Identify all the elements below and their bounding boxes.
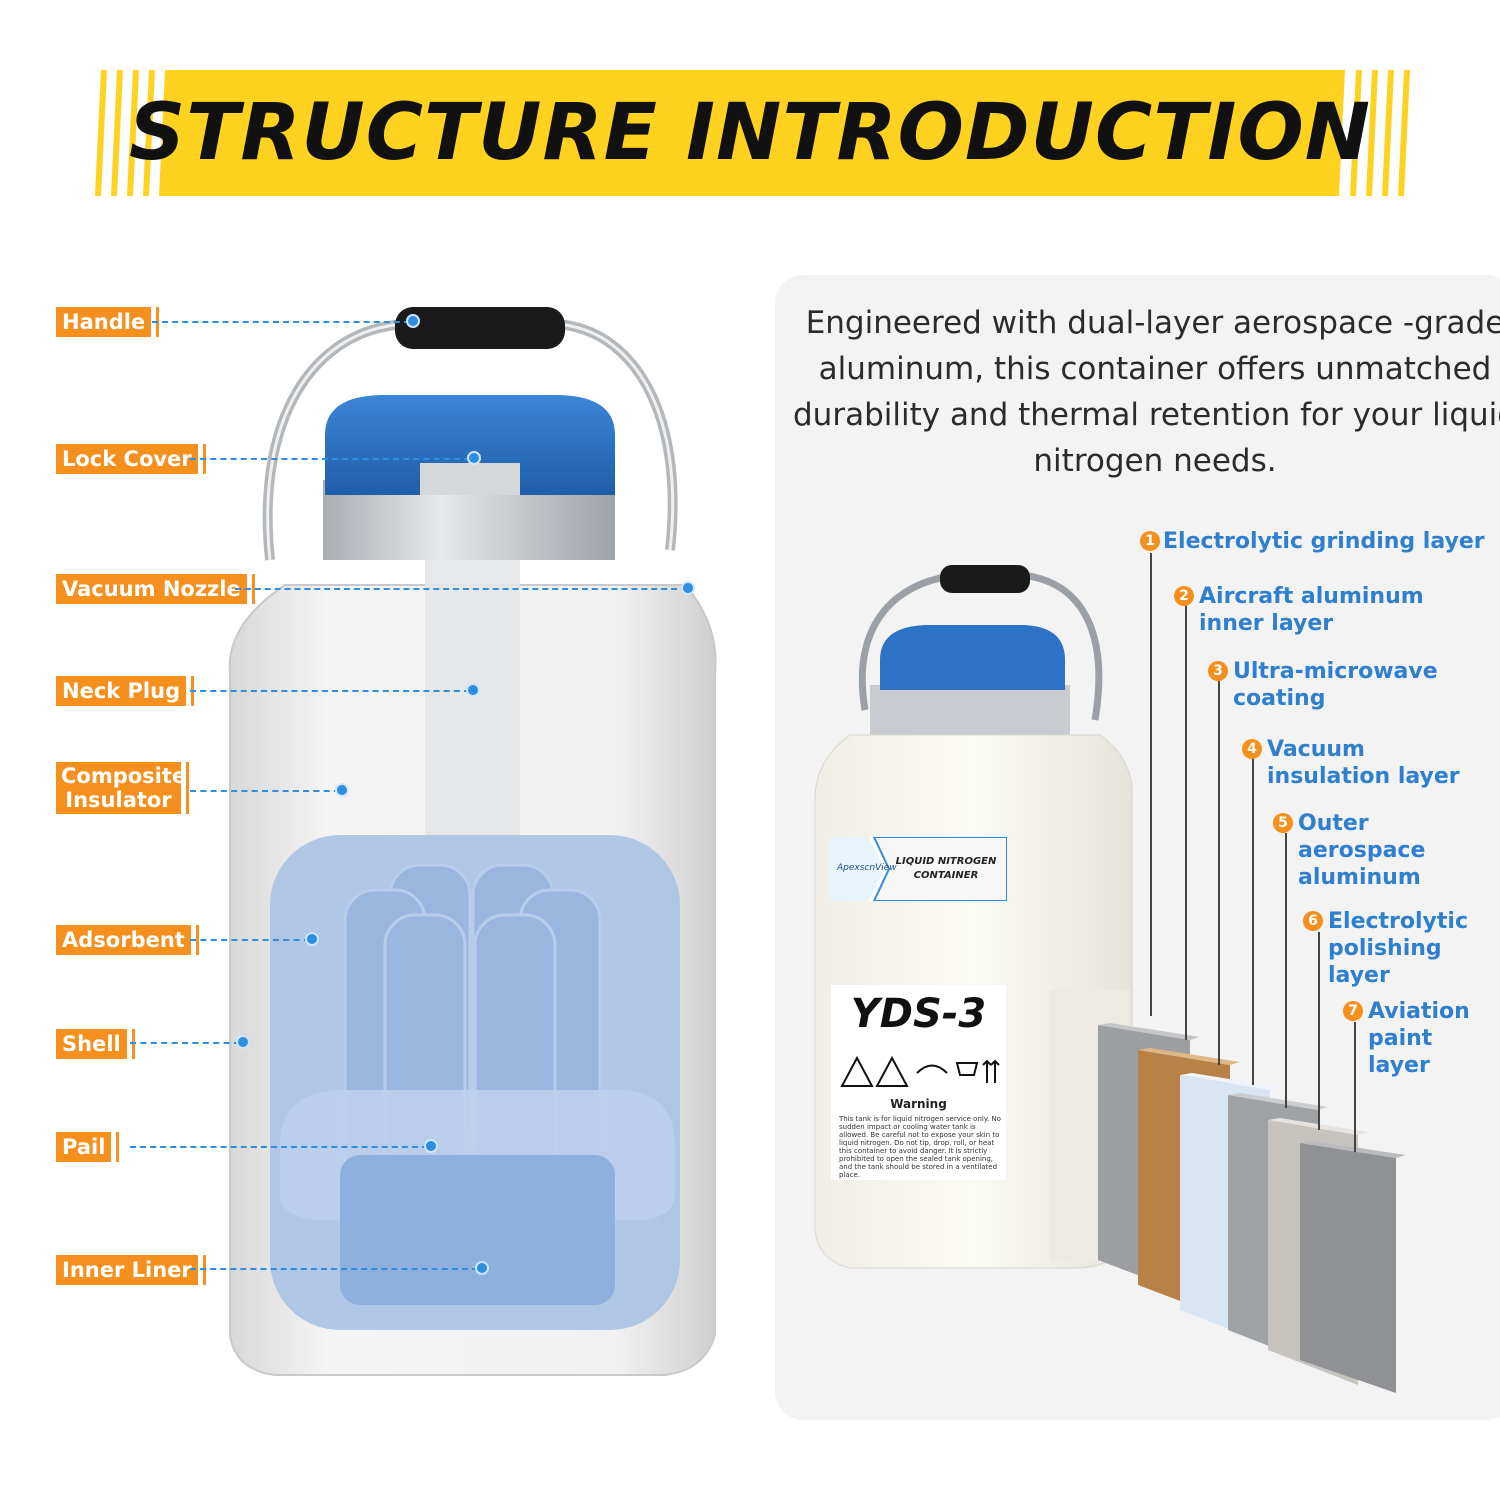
leader-pail [130, 1146, 428, 1148]
description-text: Engineered with dual-layer aerospace -gr… [793, 305, 1500, 479]
leader-inner-liner [190, 1268, 478, 1270]
leader-dot-pail [424, 1139, 438, 1153]
layer-number-5: 5 [1273, 813, 1293, 833]
leader-vacuum-nozzle [235, 588, 687, 590]
part-label-adsorbent: Adsorbent [56, 925, 196, 955]
warning-title: Warning [890, 1097, 947, 1111]
layer-number-4: 4 [1242, 739, 1262, 759]
leader-shell [130, 1042, 240, 1044]
leader-dot-vacuum-nozzle [681, 581, 695, 595]
part-label-shell: Shell [56, 1029, 132, 1059]
part-label-lock-cover: Lock Cover [56, 444, 203, 474]
leader-neck-plug [190, 690, 470, 692]
leader-dot-composite-insulator [335, 783, 349, 797]
leader-dot-handle [406, 314, 420, 328]
part-label-handle: Handle [56, 307, 157, 337]
warning-text: This tank is for liquid nitrogen service… [839, 1115, 1001, 1179]
leader-dot-neck-plug [466, 683, 480, 697]
layer-number-6: 6 [1303, 911, 1323, 931]
layer-label-4: Vacuum insulation layer [1267, 737, 1460, 789]
layer-label-2: Aircraft aluminum inner layer [1199, 584, 1424, 636]
leader-dot-inner-liner [475, 1261, 489, 1275]
layer-label-7: Aviation paint layer [1368, 999, 1470, 1078]
part-label-vacuum-nozzle: Vacuum Nozzle [56, 574, 252, 604]
part-label-composite-insulator: Composite Insulator [56, 762, 186, 814]
container-cutaway-illustration [228, 307, 717, 1376]
layer-label-5: Outer aerospace aluminum [1298, 811, 1426, 890]
model-sticker: YDS-3 Warning This tank is for liquid ni… [831, 985, 1006, 1180]
brand-sticker: ApexscnView LIQUID NITROGEN CONTAINER [829, 837, 1007, 901]
layer-line-5 [1285, 833, 1287, 1108]
layer-number-2: 2 [1174, 586, 1194, 606]
layer-line-3 [1218, 680, 1220, 1065]
title-banner [95, 70, 1410, 196]
part-label-pail: Pail [56, 1132, 117, 1162]
leader-handle [152, 321, 410, 323]
part-label-inner-liner: Inner Liner [56, 1255, 203, 1285]
banner-title: STRUCTURE INTRODUCTION [128, 88, 1372, 178]
leader-lock-cover [190, 458, 470, 460]
layer-number-7: 7 [1343, 1001, 1363, 1021]
brand-name: ApexscnView [837, 863, 897, 873]
layer-label-3: Ultra-microwave coating [1233, 659, 1438, 711]
layer-line-1 [1150, 553, 1152, 1016]
layer-plates-illustration [1098, 1023, 1406, 1393]
layer-number-3: 3 [1208, 661, 1228, 681]
warning-symbols-icon [840, 1055, 1000, 1087]
leader-dot-lock-cover [467, 451, 481, 465]
leader-dot-shell [236, 1035, 250, 1049]
layer-line-7 [1354, 1022, 1356, 1152]
leader-composite-insulator [190, 790, 340, 792]
layer-line-2 [1185, 605, 1187, 1040]
layer-label-1: Electrolytic grinding layer [1163, 529, 1485, 554]
leader-adsorbent [190, 939, 310, 941]
part-label-neck-plug: Neck Plug [56, 676, 192, 706]
layer-line-6 [1318, 932, 1320, 1130]
layer-number-1: 1 [1140, 531, 1160, 551]
layer-label-6: Electrolytic polishing layer [1328, 909, 1468, 988]
sticker-title: LIQUID NITROGEN CONTAINER [895, 856, 997, 881]
layer-line-4 [1252, 758, 1254, 1085]
model-name: YDS-3 [850, 991, 987, 1037]
leader-dot-adsorbent [305, 932, 319, 946]
